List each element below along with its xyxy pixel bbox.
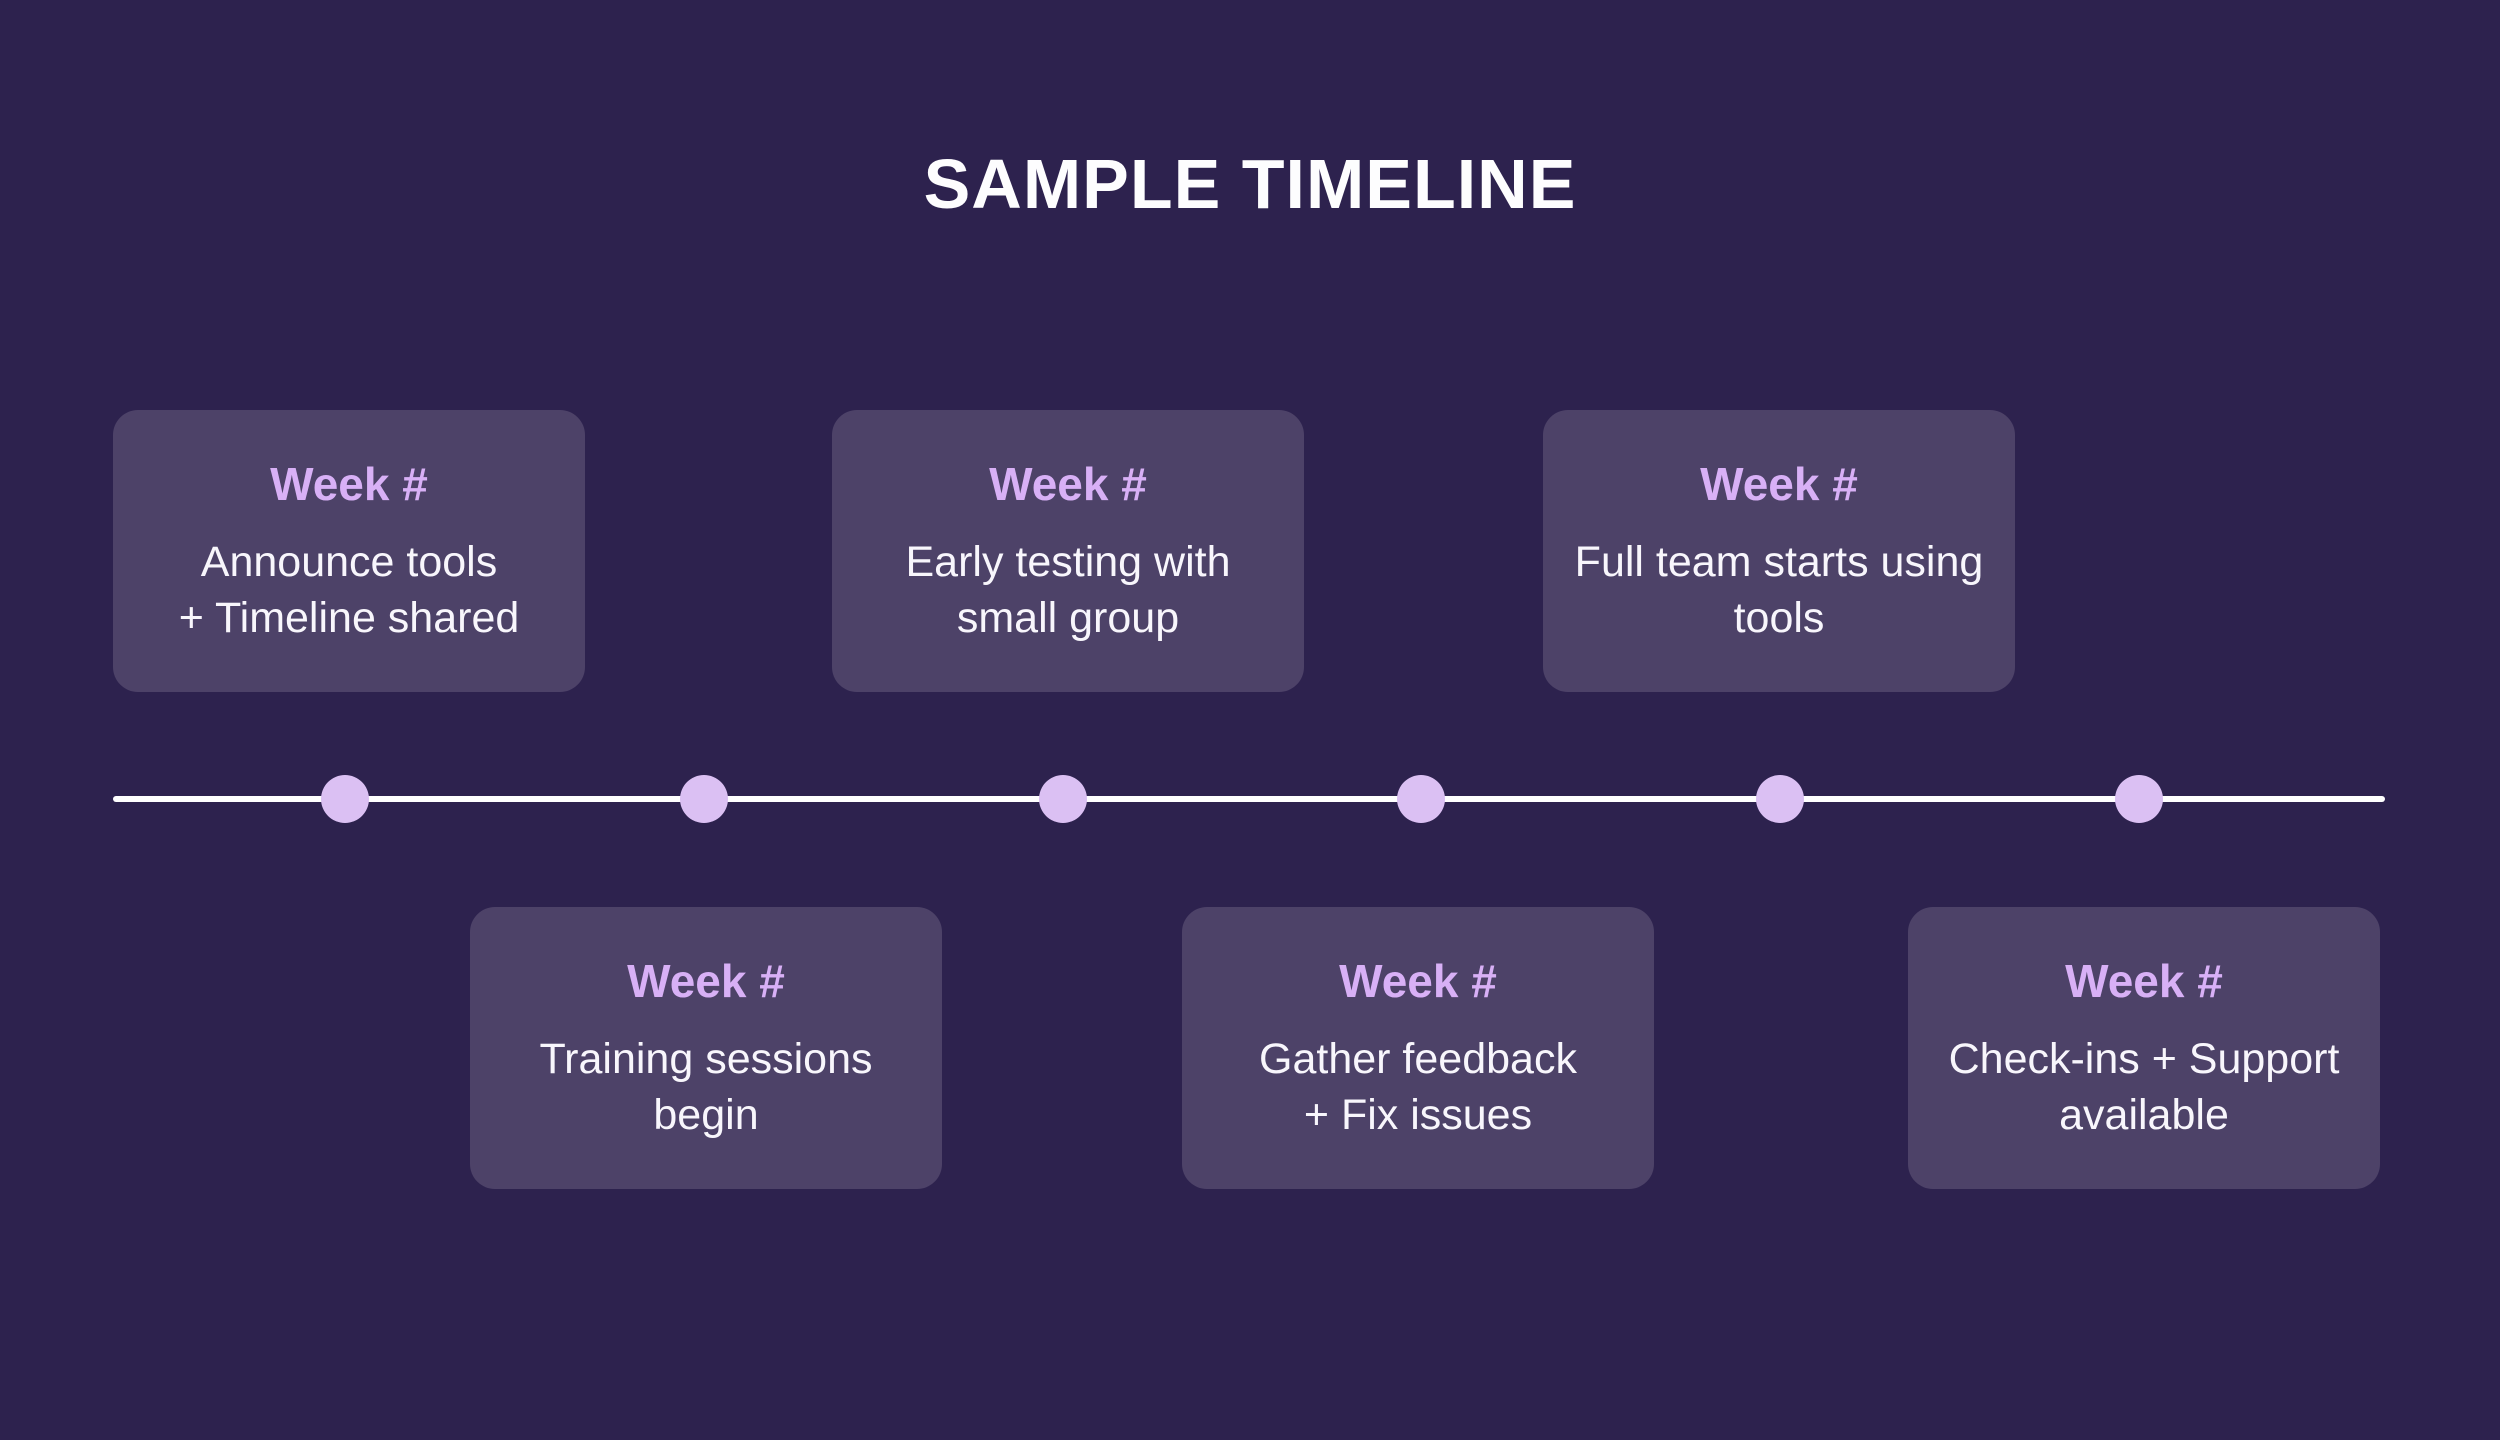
timeline-dot-4 [1397,775,1445,823]
milestone-description: Full team starts using tools [1575,534,1984,646]
timeline-dot-1 [321,775,369,823]
timeline-dot-2 [680,775,728,823]
description-line: Check-ins + Support [1948,1035,2340,1083]
week-heading: Week # [989,458,1147,510]
description-line: + Fix issues [1303,1091,1533,1139]
description-line: Early testing with [905,538,1231,586]
description-line: begin [653,1091,759,1139]
milestone-card-6: Week # Check-ins + Support available [1908,907,2380,1189]
page-title: SAMPLE TIMELINE [923,145,1577,223]
week-heading: Week # [270,458,428,510]
description-line: available [2059,1091,2229,1139]
week-heading: Week # [2065,955,2223,1007]
milestone-card-3: Week # Early testing with small group [832,410,1304,692]
milestone-card-4: Week # Gather feedback + Fix issues [1182,907,1654,1189]
milestone-card-5: Week # Full team starts using tools [1543,410,2015,692]
description-line: Training sessions [539,1035,873,1083]
milestone-description: Announce tools + Timeline shared [179,534,520,646]
week-heading: Week # [1700,458,1858,510]
week-heading: Week # [1339,955,1497,1007]
milestone-description: Early testing with small group [905,534,1230,646]
description-line: Announce tools [200,538,498,586]
timeline-line [113,796,2385,802]
timeline-dot-3 [1039,775,1087,823]
description-line: Gather feedback [1259,1035,1577,1083]
milestone-description: Gather feedback + Fix issues [1259,1031,1577,1143]
timeline-dot-6 [2115,775,2163,823]
milestone-card-1: Week # Announce tools + Timeline shared [113,410,585,692]
description-line: small group [956,594,1180,642]
week-heading: Week # [627,955,785,1007]
milestone-description: Check-ins + Support available [1949,1031,2340,1143]
description-line: tools [1733,594,1825,642]
description-line: + Timeline shared [178,594,520,642]
milestone-card-2: Week # Training sessions begin [470,907,942,1189]
milestone-description: Training sessions begin [540,1031,873,1143]
description-line: Full team starts using [1574,538,1984,586]
timeline-dot-5 [1756,775,1804,823]
